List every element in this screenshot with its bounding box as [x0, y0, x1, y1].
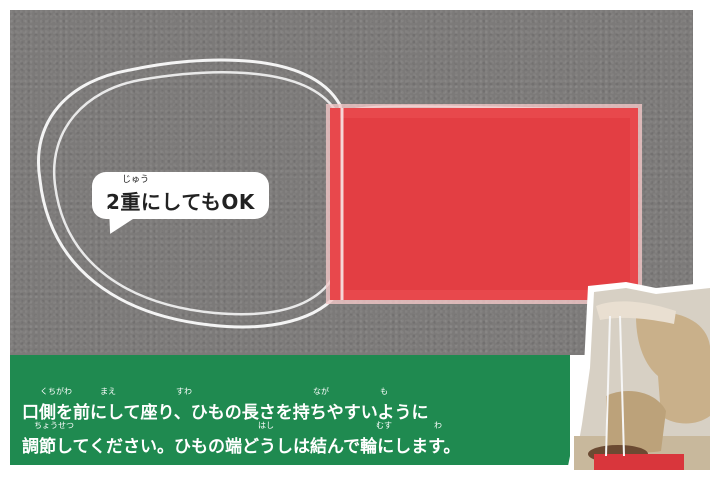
caption-box [10, 355, 570, 465]
speech-bubble: じゅう 2重にしてもOK [92, 172, 269, 219]
ruby-musu: むす [376, 421, 392, 430]
ruby-mae: まえ [100, 387, 116, 396]
person-drawing [566, 282, 714, 476]
ruby-naga: なが [313, 387, 329, 396]
rope-and-bag-drawing [37, 58, 642, 329]
ruby-chousetsu: ちょうせつ [34, 421, 74, 430]
rope-left [605, 315, 611, 457]
ruby-hashi: はし [258, 421, 274, 430]
photo-carpet [10, 10, 693, 355]
red-bag-edge [326, 104, 642, 304]
red-bag-on-floor [594, 454, 684, 470]
arm [596, 301, 676, 324]
ruby-kuchigawa: くちがわ [40, 387, 72, 396]
ruby-suwa: すわ [176, 387, 192, 396]
shin [606, 391, 666, 453]
rope-right [619, 315, 625, 457]
ruby-mo: も [380, 387, 388, 396]
caption-line-2: 調節してください。ひもの端どうしは結んで輪にします。 [22, 437, 461, 457]
inset-photo-person [566, 276, 714, 476]
ruby-wa: わ [434, 421, 442, 430]
bubble-ruby: じゅう [122, 175, 150, 185]
red-bag-inner-shade [340, 118, 630, 290]
caption-line-1: 口側を前にして座り、ひもの長さを持ちやすいように [22, 403, 429, 423]
bubble-text: 2重にしてもOK [106, 190, 255, 214]
leg [636, 312, 710, 424]
